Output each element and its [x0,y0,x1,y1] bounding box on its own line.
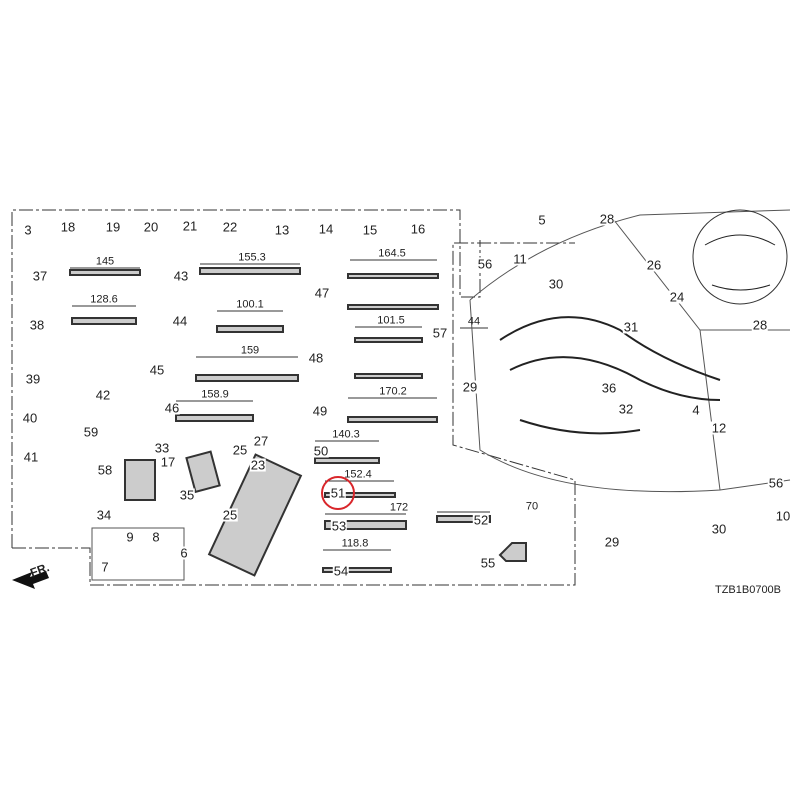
callout[interactable]: 33 [153,440,171,456]
callout[interactable]: 58 [96,462,114,478]
vehicle-outline [469,209,791,493]
callout[interactable]: 52 [472,512,490,528]
callout[interactable]: 12 [710,420,728,436]
callout[interactable]: 23 [249,457,267,473]
callout[interactable]: 4 [691,402,701,418]
callout[interactable]: 56 [476,256,494,272]
callout[interactable]: 45 [148,362,166,378]
callout[interactable]: 24 [668,289,686,305]
dimension-label: 101.5 [377,314,405,327]
dimension-label: 70 [525,500,539,513]
callout[interactable]: 8 [151,529,161,545]
callout[interactable]: 10 [774,508,792,524]
callout[interactable]: 19 [104,219,122,235]
callout[interactable]: 25 [231,442,249,458]
callout[interactable]: 32 [617,401,635,417]
callout[interactable]: 37 [31,268,49,284]
front-arrow-icon [12,571,49,589]
callout[interactable]: 40 [21,410,39,426]
dimension-label: 170.2 [379,385,407,398]
callout[interactable]: 9 [125,529,135,545]
diagram-code: TZB1B0700B [714,584,782,596]
callout[interactable]: 48 [307,350,325,366]
dimension-label: 140.3 [332,428,360,441]
callout[interactable]: 38 [28,317,46,333]
callout[interactable]: 18 [59,219,77,235]
dimension-label: 159 [240,344,260,357]
callout[interactable]: 57 [431,325,449,341]
part-shapes [69,267,527,577]
callout[interactable]: 16 [409,221,427,237]
callout[interactable]: 41 [22,449,40,465]
dimension-label: 164.5 [378,247,406,260]
callout[interactable]: 59 [82,424,100,440]
dimension-label: 158.9 [201,388,229,401]
dimension-label: 118.8 [341,537,369,550]
callout[interactable]: 53 [330,518,348,534]
callout[interactable]: 47 [313,285,331,301]
callout[interactable]: 30 [547,276,565,292]
dimension-lines [70,259,490,551]
callout[interactable]: 28 [751,317,769,333]
callout[interactable]: 35 [178,487,196,503]
highlight-circle-51 [321,476,355,510]
callout[interactable]: 13 [273,222,291,238]
callout[interactable]: 56 [767,475,785,491]
callout[interactable]: 20 [142,219,160,235]
group-border [11,209,481,548]
dimension-label: 44 [467,315,481,328]
callout[interactable]: 29 [603,534,621,550]
callout[interactable]: 46 [163,400,181,416]
callout[interactable]: 7 [100,559,110,575]
callout[interactable]: 28 [598,211,616,227]
callout[interactable]: 6 [179,545,189,561]
callout[interactable]: 36 [600,380,618,396]
callout[interactable]: 44 [171,313,189,329]
dimension-label: 145 [95,255,115,268]
callout[interactable]: 14 [317,221,335,237]
callout-highlighted[interactable]: 51 [329,485,347,501]
dimension-label: 128.6 [90,293,118,306]
dimension-label: 172 [389,501,409,514]
callout[interactable]: 30 [710,521,728,537]
callout[interactable]: 54 [332,563,350,579]
callout[interactable]: 5 [537,212,547,228]
dimension-label: 155.3 [238,251,266,264]
callout[interactable]: 29 [461,379,479,395]
callout[interactable]: 22 [221,219,239,235]
callout[interactable]: 34 [95,507,113,523]
callout[interactable]: 27 [252,433,270,449]
callout[interactable]: 15 [361,222,379,238]
callout[interactable]: 39 [24,371,42,387]
callout[interactable]: 55 [479,555,497,571]
callout[interactable]: 3 [23,222,33,238]
callout[interactable]: 42 [94,387,112,403]
callout[interactable]: 21 [181,218,199,234]
dimension-label: 100.1 [236,298,264,311]
callout[interactable]: 31 [622,319,640,335]
callout[interactable]: 49 [311,403,329,419]
callout[interactable]: 26 [645,257,663,273]
callout[interactable]: 50 [312,443,330,459]
callout[interactable]: 11 [512,251,528,267]
callout[interactable]: 17 [159,454,177,470]
group-border-lower [12,242,576,586]
dimension-label: 152.4 [344,468,372,481]
callout[interactable]: 25 [221,507,239,523]
callout[interactable]: 43 [172,268,190,284]
